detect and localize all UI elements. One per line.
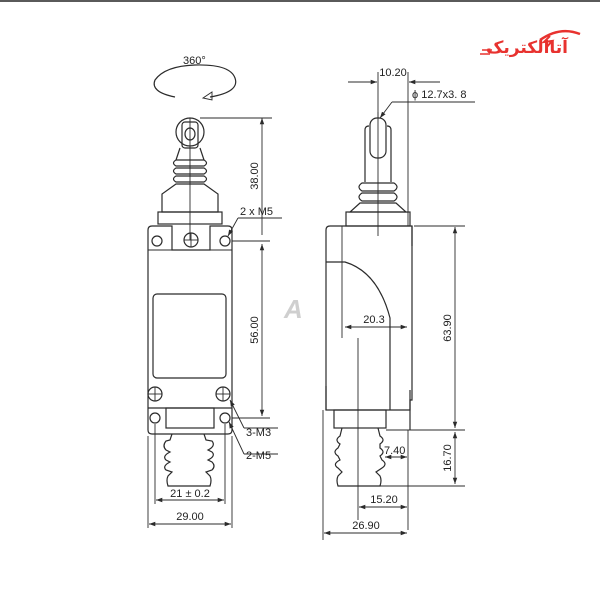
dim-hole-spacing: 21 ± 0.2 [170, 488, 210, 500]
switch-body [147, 225, 233, 435]
lightning-swoosh-icon [480, 29, 581, 55]
dim-roller-spec: ϕ 12.7x3. 8 [412, 89, 466, 101]
rubber-boot [163, 433, 215, 487]
watermark-logo: A [283, 294, 303, 324]
rotation-arrow-icon [153, 64, 237, 101]
screw-icon [183, 232, 199, 248]
screw-icon [147, 386, 163, 402]
callout-bottom-holes: 2-M5 [246, 450, 271, 462]
dim-total-depth: 26.90 [352, 520, 380, 532]
dim-boot-height: 16.70 [442, 444, 454, 472]
dim-center-offset: 15.20 [370, 494, 398, 506]
mount-hole [219, 235, 231, 247]
mount-hole [149, 412, 161, 424]
dim-body-width: 29.00 [176, 511, 204, 523]
mount-hole [151, 235, 163, 247]
dim-plunger-offset: 20.3 [363, 314, 384, 326]
side-view: 10.20 ϕ 12.7x3. 8 20.3 63.90 16.70 7.40 … [322, 67, 475, 540]
front-view: 360° [147, 55, 282, 528]
dim-actuator-height: 38.00 [249, 162, 261, 190]
dim-side-body-height: 63.90 [442, 314, 454, 342]
logo-text: آتاالکتریک [486, 38, 569, 58]
dim-body-height: 56.00 [249, 316, 261, 344]
rotation-label: 360° [183, 55, 206, 67]
dim-roller-width: 10.20 [379, 67, 407, 79]
callout-screws: 3-M3 [246, 427, 271, 439]
brand-logo: آتاالکتریک [480, 26, 590, 66]
screw-icon [215, 386, 231, 402]
dim-boot-offset: 7.40 [384, 445, 405, 457]
cover-window [152, 293, 227, 379]
mount-hole [219, 412, 231, 424]
rubber-boot-side [334, 427, 386, 487]
callout-top-holes: 2 x M5 [240, 206, 273, 218]
top-border [0, 0, 600, 2]
